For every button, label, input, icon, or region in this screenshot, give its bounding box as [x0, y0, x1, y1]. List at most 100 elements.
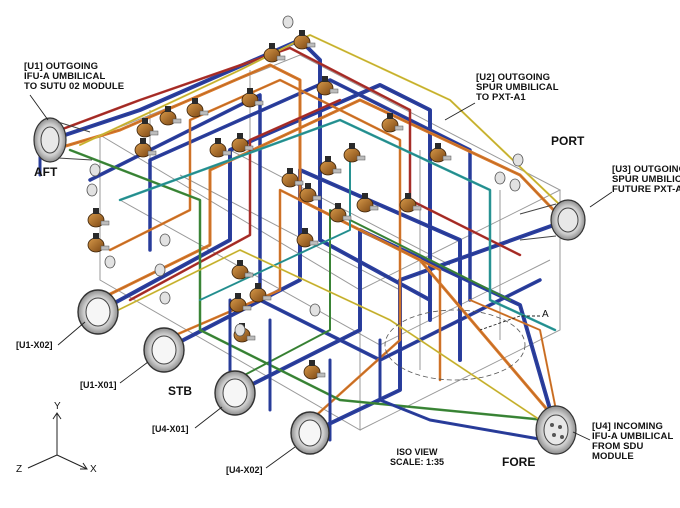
callout-u1-line1: [U1] OUTGOING	[24, 61, 99, 72]
tubing-run-edge	[97, 249, 541, 421]
valve	[241, 88, 264, 108]
direction-aft: AFT	[34, 165, 58, 179]
tubing-run	[97, 249, 541, 421]
tubing-run-edge	[119, 119, 556, 331]
hose-fitting	[234, 323, 246, 337]
callout-u2-line3: TO PXT-A1	[476, 92, 526, 103]
detail-marker-a: A	[542, 309, 549, 320]
valve	[87, 208, 110, 228]
hose-fitting	[104, 255, 116, 269]
iso-view-scale: SCALE: 1:35	[390, 457, 445, 467]
callout-u3-line3: FUTURE PXT-A	[612, 184, 680, 195]
valve	[231, 260, 254, 280]
tubing-run	[469, 299, 557, 411]
connector-tag-u4-x01: [U4-X01]	[152, 424, 189, 434]
valve	[399, 193, 422, 213]
valve	[296, 228, 319, 248]
valve	[319, 156, 342, 176]
hose-fitting	[512, 153, 524, 167]
valve	[229, 293, 252, 313]
valve	[231, 133, 254, 153]
callout-u2-line2: SPUR UMBILICAL	[476, 82, 559, 93]
valve	[249, 283, 272, 303]
valve	[356, 193, 379, 213]
tubing-run	[68, 148, 547, 422]
callout-u1-line3: TO SUTU 02 MODULE	[24, 81, 125, 92]
hose-fitting	[282, 15, 294, 29]
callout-u4-line2: IFU-A UMBILICAL	[592, 431, 674, 442]
tubing-run-edge	[234, 209, 511, 381]
tubing-run-edge	[49, 39, 431, 301]
detail-a-circle	[384, 309, 526, 381]
iso-view-title: ISO VIEW	[396, 447, 438, 457]
tubing-run	[48, 38, 432, 302]
direction-stb: STB	[168, 384, 192, 398]
axis-triad	[27, 412, 88, 470]
tubing-run	[234, 209, 511, 381]
tubing-run-edge	[69, 149, 546, 421]
valve-manifold	[87, 30, 452, 380]
tubing-run	[228, 298, 332, 442]
hose-fitting	[494, 171, 506, 185]
hose-fittings	[86, 15, 524, 337]
hose-fitting	[159, 291, 171, 305]
callout-u3: [U3] OUTGOING SPUR UMBILIC FUTURE PXT-A	[612, 165, 680, 195]
valve	[136, 118, 159, 138]
callout-u2: [U2] OUTGOING SPUR UMBILICAL TO PXT-A1	[476, 73, 559, 103]
callout-u2-line1: [U2] OUTGOING	[476, 72, 551, 83]
tubing-run-edge	[109, 79, 401, 431]
axis-label-x: X	[90, 464, 97, 475]
valve	[263, 43, 286, 63]
axis-label-y: Y	[54, 401, 61, 412]
tubing-run-edge	[59, 47, 521, 256]
callout-u3-line1: [U3] OUTGOING	[612, 164, 680, 175]
valve	[316, 76, 339, 96]
receptacle-u1-x02	[77, 289, 119, 335]
valve	[299, 183, 322, 203]
callout-u4-line1: [U4] INCOMING	[592, 421, 663, 432]
tubing-run-edge	[469, 299, 557, 411]
hose-fitting	[86, 183, 98, 197]
tubing-run-edge	[97, 84, 431, 321]
tubing-run	[233, 228, 558, 432]
callout-u1: [U1] OUTGOING IFU-A UMBILICAL TO SUTU 02…	[24, 62, 124, 92]
valve	[303, 360, 326, 380]
connector-tag-u1-x01: [U1-X01]	[80, 380, 117, 390]
receptacle-u4-x01	[214, 370, 256, 416]
hose-fitting	[89, 163, 101, 177]
hose-fitting	[159, 233, 171, 247]
tubing-runs	[38, 34, 570, 442]
valve	[381, 113, 404, 133]
tubing-run-edge	[229, 299, 331, 441]
tubing-run	[118, 118, 557, 332]
hose-fitting	[309, 303, 321, 317]
valve	[209, 138, 232, 158]
umbilical-coupling-u3	[519, 199, 586, 241]
callout-u4-line3: FROM SDU	[592, 441, 644, 452]
callout-u3-line2: SPUR UMBILIC	[612, 174, 680, 185]
umbilical-coupling-u1	[33, 117, 93, 163]
callout-u4-line4: MODULE	[592, 451, 634, 462]
tubing-run	[79, 34, 561, 206]
connector-tag-u1-x02: [U1-X02]	[16, 340, 53, 350]
hose-fitting	[509, 178, 521, 192]
tubing-run	[96, 98, 570, 302]
tubing-run-edge	[129, 99, 341, 301]
valve	[429, 143, 452, 163]
receptacle-u4-x02	[290, 411, 330, 455]
hose-fitting	[154, 263, 166, 277]
umbilical-coupling-u4	[535, 405, 577, 455]
callout-u4: [U4] INCOMING IFU-A UMBILICAL FROM SDU M…	[592, 422, 673, 462]
tubing-run	[96, 83, 432, 322]
tubing-run-edge	[79, 34, 561, 206]
valve	[159, 106, 182, 126]
direction-fore: FORE	[502, 455, 536, 469]
receptacle-u1-x01	[143, 327, 185, 373]
valve	[134, 138, 157, 158]
tubing-run	[108, 78, 402, 432]
valve	[329, 203, 352, 223]
valve	[281, 168, 304, 188]
tubing-run	[58, 46, 522, 257]
direction-port: PORT	[551, 134, 585, 148]
